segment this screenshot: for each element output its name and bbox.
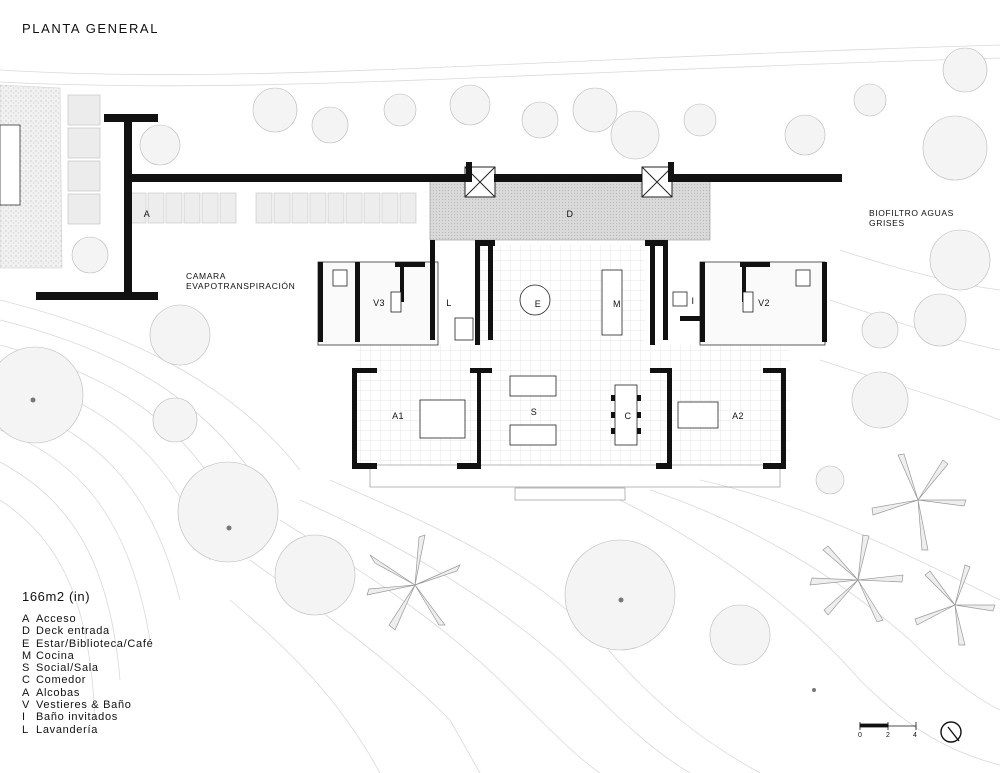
- vegetation: [0, 47, 991, 666]
- furniture: [332, 269, 811, 446]
- annotation-biofiltro-line2: GRISES: [869, 218, 905, 228]
- scale-tick-4: 4: [913, 732, 917, 739]
- parking-area: [0, 84, 101, 269]
- north-arrow-icon: [940, 721, 962, 743]
- room-label-a2: A2: [732, 411, 744, 421]
- room-label-e: E: [534, 299, 542, 309]
- palm-trees: [366, 453, 996, 646]
- room-label-a: A: [143, 209, 151, 219]
- stool-marks: [611, 395, 641, 434]
- perimeter-walls: [36, 114, 842, 300]
- trunk-dots: [30, 397, 816, 692]
- house-floor: [317, 245, 826, 501]
- room-label-d: D: [566, 209, 574, 219]
- house-walls: [318, 240, 827, 469]
- room-label-v3: V3: [373, 298, 385, 308]
- room-label-l: L: [446, 298, 452, 308]
- annotation-camara-line1: CAMARA: [186, 271, 226, 281]
- page-title: PLANTA GENERAL: [22, 21, 160, 36]
- room-label-m: M: [613, 299, 621, 309]
- area-total: 166m2 (in): [22, 589, 91, 604]
- scale-bar: [859, 722, 917, 730]
- room-label-a1: A1: [392, 411, 404, 421]
- annotation-biofiltro-line1: BIOFILTRO AGUAS: [869, 208, 954, 218]
- annotation-biofiltro: BIOFILTRO AGUAS GRISES: [869, 208, 954, 228]
- room-label-v2: V2: [758, 298, 770, 308]
- annotation-camara-line2: EVAPOTRANSPIRACIÓN: [186, 281, 296, 291]
- annotation-camara: CAMARA EVAPOTRANSPIRACIÓN: [186, 271, 295, 291]
- room-label-i: I: [691, 296, 695, 306]
- scale-tick-0: 0: [858, 732, 862, 739]
- room-label-s: S: [530, 407, 538, 417]
- entry-pavers: [129, 192, 417, 224]
- scale-tick-2: 2: [886, 732, 890, 739]
- room-label-c: C: [624, 411, 632, 421]
